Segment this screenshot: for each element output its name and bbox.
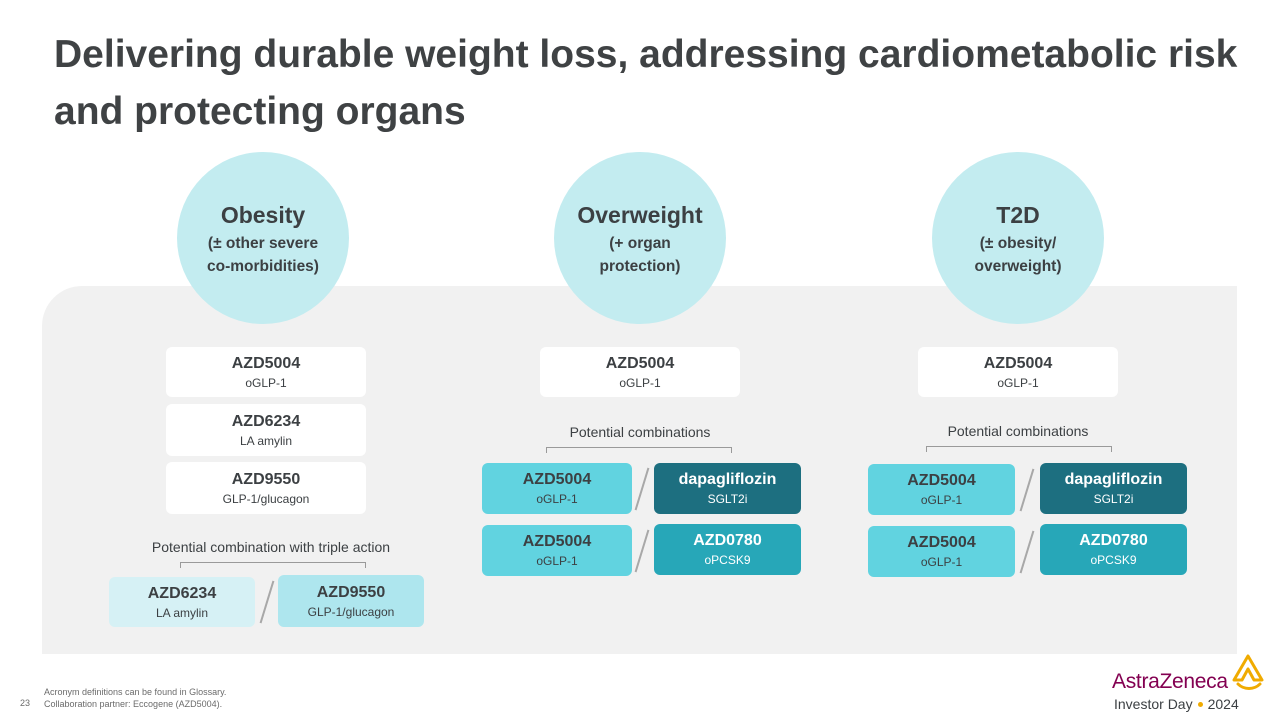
drug-name: AZD5004	[605, 354, 675, 372]
combination-label: Potential combinations	[569, 424, 711, 440]
circle-title: Obesity	[220, 201, 306, 228]
circle-title: T2D	[996, 201, 1040, 228]
drug-mechanism: oGLP-1	[997, 375, 1039, 390]
drug-card-azd9550: AZD9550 GLP-1/glucagon	[166, 462, 366, 514]
drug-mechanism: oGLP-1	[920, 555, 963, 569]
drug-mechanism: oPCSK9	[704, 553, 751, 567]
combination-bracket	[926, 446, 1112, 452]
drug-name: dapagliflozin	[1064, 471, 1163, 488]
drug-name: AZD9550	[231, 470, 301, 488]
drug-mechanism: GLP-1/glucagon	[222, 491, 310, 506]
drug-name: AZD9550	[316, 583, 386, 601]
separator-dot-icon	[1197, 701, 1203, 707]
drug-name: dapagliflozin	[678, 471, 777, 488]
drug-mechanism: SGLT2i	[1093, 492, 1134, 506]
combination-label: Potential combinations	[947, 423, 1089, 439]
circle-subtitle-line1: (± obesity/	[979, 234, 1057, 252]
drug-mechanism: oGLP-1	[920, 493, 963, 507]
drug-name: AZD0780	[1079, 532, 1148, 549]
drug-name: AZD6234	[147, 584, 217, 602]
circle-subtitle-line2: overweight)	[974, 257, 1062, 275]
page-number: 23	[20, 698, 31, 708]
drug-card-azd5004: AZD5004 oGLP-1	[540, 347, 740, 397]
event-name: Investor Day 2024	[1114, 696, 1239, 712]
obesity-circle: Obesity (± other severe co-morbidities)	[177, 152, 349, 324]
combo-card-dapagliflozin: dapagliflozin SGLT2i	[1040, 463, 1187, 514]
drug-name: AZD5004	[522, 471, 592, 488]
drug-card-azd6234: AZD6234 LA amylin	[166, 404, 366, 456]
drug-mechanism: oPCSK9	[1090, 553, 1137, 567]
footnote-collaboration: Collaboration partner: Eccogene (AZD5004…	[44, 699, 223, 709]
drug-name: AZD5004	[907, 534, 976, 551]
drug-name: AZD5004	[522, 533, 592, 550]
drug-name: AZD5004	[983, 354, 1053, 372]
combo-card-azd5004: AZD5004 oGLP-1	[482, 525, 632, 576]
overweight-circle: Overweight (+ organ protection)	[554, 152, 726, 324]
circle-subtitle-line1: (+ organ	[609, 234, 671, 252]
circle-subtitle-line2: protection)	[599, 257, 681, 275]
drug-name: AZD5004	[231, 354, 301, 372]
combo-card-azd9550: AZD9550 GLP-1/glucagon	[278, 575, 424, 627]
drug-mechanism: LA amylin	[239, 433, 293, 448]
combination-bracket	[546, 447, 732, 453]
brand-name: AstraZeneca	[1112, 670, 1228, 693]
combo-card-azd5004: AZD5004 oGLP-1	[868, 464, 1015, 515]
event-year: 2024	[1207, 696, 1239, 712]
circle-title: Overweight	[577, 201, 703, 228]
drug-mechanism: oGLP-1	[536, 492, 578, 506]
footnotes: Acronym definitions can be found in Glos…	[44, 686, 226, 710]
drug-name: AZD0780	[693, 532, 762, 549]
drug-name: AZD6234	[231, 412, 301, 430]
astrazeneca-logo: AstraZeneca Investor Day 2024	[1112, 654, 1264, 714]
combination-bracket	[180, 562, 366, 568]
circle-subtitle-line2: co-morbidities)	[207, 257, 319, 275]
page-title: Delivering durable weight loss, addressi…	[54, 33, 1238, 133]
drug-mechanism: LA amylin	[155, 605, 209, 620]
combo-card-azd5004: AZD5004 oGLP-1	[482, 463, 632, 514]
drug-mechanism: SGLT2i	[707, 492, 748, 506]
combo-card-azd5004: AZD5004 oGLP-1	[868, 526, 1015, 577]
drug-mechanism: GLP-1/glucagon	[307, 604, 395, 619]
combo-card-azd0780: AZD0780 oPCSK9	[654, 524, 801, 575]
t2d-circle: T2D (± obesity/ overweight)	[932, 152, 1104, 324]
drug-mechanism: oGLP-1	[245, 375, 287, 390]
event-title: Investor Day	[1114, 696, 1193, 712]
circle-subtitle-line1: (± other severe	[207, 234, 319, 252]
drug-card-azd5004: AZD5004 oGLP-1	[166, 347, 366, 397]
combo-card-dapagliflozin: dapagliflozin SGLT2i	[654, 463, 801, 514]
drug-mechanism: oGLP-1	[536, 554, 578, 568]
footnote-glossary: Acronym definitions can be found in Glos…	[44, 687, 227, 697]
drug-name: AZD5004	[907, 472, 976, 489]
combination-label: Potential combination with triple action	[151, 539, 391, 555]
combo-card-azd0780: AZD0780 oPCSK9	[1040, 524, 1187, 575]
drug-card-azd5004: AZD5004 oGLP-1	[918, 347, 1118, 397]
combo-card-azd6234: AZD6234 LA amylin	[109, 577, 255, 627]
astrazeneca-emblem-icon	[1232, 654, 1264, 690]
drug-mechanism: oGLP-1	[619, 375, 661, 390]
